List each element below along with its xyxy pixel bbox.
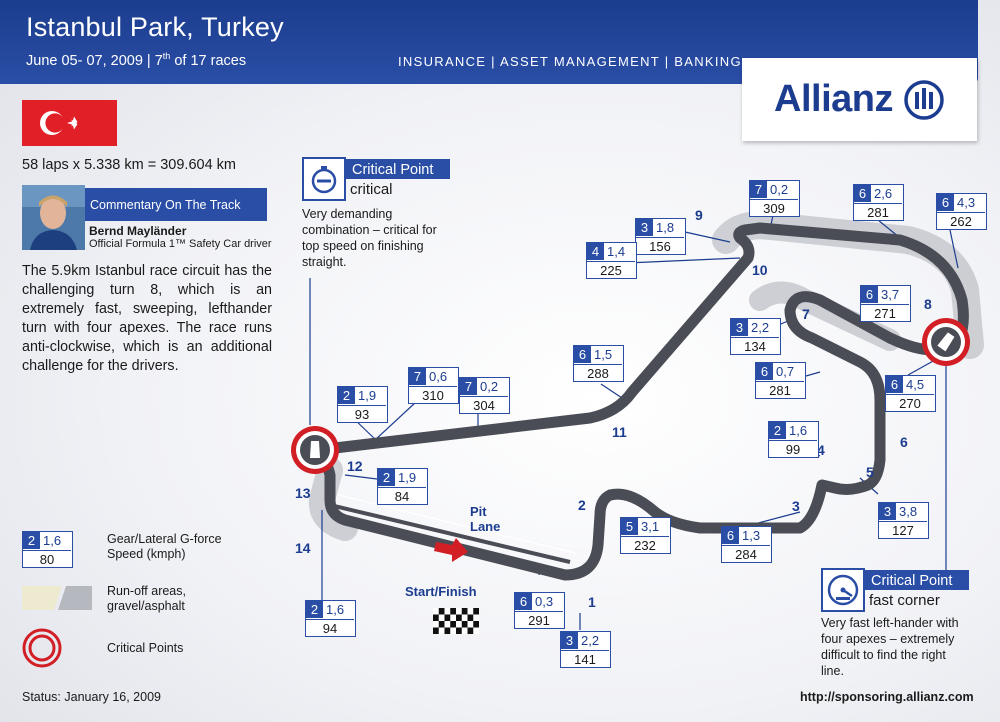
- allianz-eagle-icon: [904, 79, 944, 120]
- brand-tagline: INSURANCE | ASSET MANAGEMENT | BANKING: [398, 54, 742, 69]
- legend-runoff-swatch: [22, 586, 92, 610]
- track-circuit: [312, 222, 969, 581]
- critical-point-icon-1: [302, 157, 346, 201]
- stopwatch-icon: [311, 166, 337, 194]
- race-date: June 05- 07, 2009 | 7th of 17 races: [26, 51, 247, 69]
- allianz-logo: Allianz: [742, 58, 977, 141]
- commentator-name: Bernd Mayländer: [89, 224, 187, 238]
- lap-distance: 58 laps x 5.338 km = 309.604 km: [22, 157, 237, 173]
- turn-number: 1: [588, 594, 596, 610]
- turn-number: 7: [802, 306, 810, 322]
- critical-point-title-2: Critical Point: [865, 570, 969, 590]
- commentator-role: Official Formula 1™ Safety Car driver: [89, 238, 272, 250]
- turn-number: 3: [792, 498, 800, 514]
- critical-point-title-1: Critical Point: [346, 159, 450, 179]
- legend-critical-text: Critical Points: [107, 641, 184, 655]
- turn-number: 13: [295, 485, 311, 501]
- turn-number: 11: [612, 424, 627, 440]
- chequered-flag-icon: [433, 608, 479, 634]
- turn-number: 9: [695, 207, 703, 223]
- critical-point-desc-2: Very fast left-hander with four apexes –…: [821, 616, 959, 678]
- driver-photo: [22, 185, 85, 250]
- pit-lane: [329, 503, 571, 564]
- turn-number: 8: [924, 296, 932, 312]
- sponsor-url-link[interactable]: http://sponsoring.allianz.com: [800, 690, 974, 704]
- turn-number: 5: [866, 464, 874, 480]
- direction-arrow-icon: [434, 538, 468, 562]
- start-finish-label: Start/Finish: [405, 584, 477, 599]
- turn-number: 12: [347, 458, 363, 474]
- critical-point-icon-2: [821, 568, 865, 612]
- commentary-text: The 5.9km Istanbul race circuit has the …: [22, 263, 272, 374]
- turn-number: 4: [817, 442, 825, 458]
- critical-point-subtitle-1: critical: [350, 181, 393, 198]
- turkey-flag: [22, 100, 117, 146]
- legend-critical-icon: [22, 628, 62, 668]
- critical-circle-1: [291, 426, 339, 474]
- critical-point-subtitle-2: fast corner: [869, 592, 940, 609]
- turn-number: 14: [295, 540, 311, 556]
- page-title: Istanbul Park, Turkey: [26, 12, 284, 42]
- logo-wordmark: Allianz: [774, 78, 893, 120]
- commentary-heading: Commentary On The Track: [85, 188, 267, 221]
- turn-number: 10: [752, 262, 768, 278]
- turn-number: 2: [578, 497, 586, 513]
- status-date: Status: January 16, 2009: [22, 690, 161, 704]
- critical-point-desc-1: Very demanding combination – critical fo…: [302, 207, 437, 269]
- turn-number: 6: [900, 434, 908, 450]
- legend-runoff-text: Run-off areas,gravel/asphalt: [107, 584, 186, 613]
- critical-circle-2: [922, 318, 970, 366]
- crescent-star-icon: [40, 111, 78, 135]
- speedometer-icon: [827, 574, 859, 606]
